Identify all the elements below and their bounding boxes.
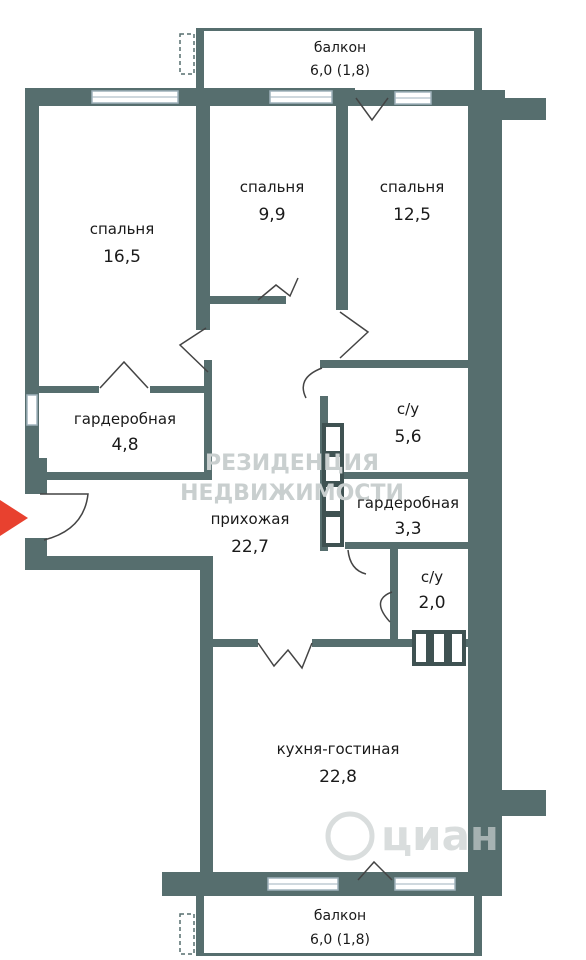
wall-kitchen-top-a: [213, 639, 258, 647]
bedroom-2-area: 9,9: [258, 205, 285, 225]
watermark-line1: РЕЗИДЕНЦИЯ: [205, 451, 379, 476]
wardrobe-2-area: 3,3: [394, 519, 421, 539]
bathroom-1-area: 5,6: [394, 427, 421, 447]
wall-balcony-top-right: [474, 28, 482, 90]
wall-bath1-bottom: [328, 472, 470, 479]
wall-bath2-left: [390, 549, 398, 639]
shaft-1: [322, 423, 344, 455]
shaft-5: [412, 630, 430, 666]
wall-balcony-top-rail: [196, 28, 482, 31]
window-wardrobe1: [26, 394, 38, 426]
door-wardrobe1: [99, 360, 149, 389]
wardrobe-2-name: гардеробная: [357, 494, 459, 512]
dashed-marks: [179, 33, 195, 955]
bedroom-3-name: спальня: [380, 178, 445, 196]
bathroom-2-area: 2,0: [418, 593, 445, 613]
hallway-area: 22,7: [231, 537, 269, 557]
dashed-mark-bottom: [179, 913, 195, 955]
wall-wardrobe1-top-a: [39, 386, 99, 393]
entrance-arrow-icon: [0, 500, 28, 536]
bedroom-2-name: спальня: [240, 178, 305, 196]
watermark-line2: НЕДВИЖИМОСТИ: [180, 481, 404, 506]
wall-right-stub: [502, 790, 546, 816]
wall-right: [468, 90, 502, 896]
door-wardrobe2: [347, 549, 367, 575]
wall-lower-left: [25, 556, 213, 570]
wall-bedroom2-bottom: [196, 296, 286, 304]
wall-wardrobe2-bottom: [345, 542, 470, 549]
wall-wardrobe1-top-b: [150, 386, 210, 393]
wall-bedroom1-bedroom2: [196, 100, 210, 330]
shafts: [322, 423, 466, 666]
wall-right-top-stub: [502, 98, 546, 120]
walls: [25, 28, 546, 956]
window-center-lines: [92, 96, 455, 885]
bedroom-1-area: 16,5: [103, 247, 141, 267]
wall-balcony-bottom-left: [196, 896, 204, 956]
door-bedroom1: [178, 327, 209, 373]
bedroom-3-area: 12,5: [393, 205, 431, 225]
door-balcony-bottom: [357, 860, 393, 881]
kitchen-living-area: 22,8: [319, 767, 357, 787]
wall-left-entry-top: [25, 458, 47, 494]
kitchen-living-name: кухня-гостиная: [277, 740, 400, 758]
wall-bath1-top: [320, 360, 470, 368]
wall-wardrobe1-bottom: [39, 472, 212, 480]
shaft-6: [430, 630, 448, 666]
door-bedroom2: [257, 277, 299, 301]
door-kitchen: [257, 642, 313, 670]
bathroom-2-name: с/у: [421, 568, 443, 586]
shaft-4: [322, 513, 344, 547]
wardrobe-1-area: 4,8: [111, 435, 138, 455]
bedroom-1-name: спальня: [90, 220, 155, 238]
door-bedroom3: [339, 311, 370, 359]
dashed-mark-top: [179, 33, 195, 75]
wall-wardrobe1-right: [204, 360, 212, 480]
wardrobe-1-name: гардеробная: [74, 410, 176, 428]
door-entrance: [40, 493, 89, 541]
wall-kitchen-top-b: [312, 639, 470, 647]
balcony-bottom-area: 6,0 (1,8): [310, 932, 370, 948]
bathroom-1-name: с/у: [397, 400, 419, 418]
wall-left-upper: [25, 88, 39, 393]
door-bathroom1: [302, 367, 323, 399]
hallway-name: прихожая: [211, 510, 290, 528]
wall-kitchen-left: [200, 556, 213, 886]
shaft-7: [448, 630, 466, 666]
balcony-top-name: балкон: [314, 40, 366, 56]
wall-balcony-top-left: [196, 28, 204, 90]
watermark-logo: циан: [381, 811, 499, 860]
wall-balcony-bottom-rail: [196, 953, 482, 956]
balcony-top-area: 6,0 (1,8): [310, 63, 370, 79]
wall-balcony-bottom-right: [474, 896, 482, 956]
doors: [40, 97, 393, 881]
wall-bedroom2-bedroom3: [336, 100, 348, 310]
door-balcony-top: [355, 97, 389, 122]
door-bathroom2: [379, 591, 393, 623]
room-labels: балкон 6,0 (1,8) спальня 16,5 спальня 9,…: [74, 40, 459, 948]
balcony-bottom-name: балкон: [314, 908, 366, 924]
cian-logo-icon: циан: [325, 811, 499, 861]
